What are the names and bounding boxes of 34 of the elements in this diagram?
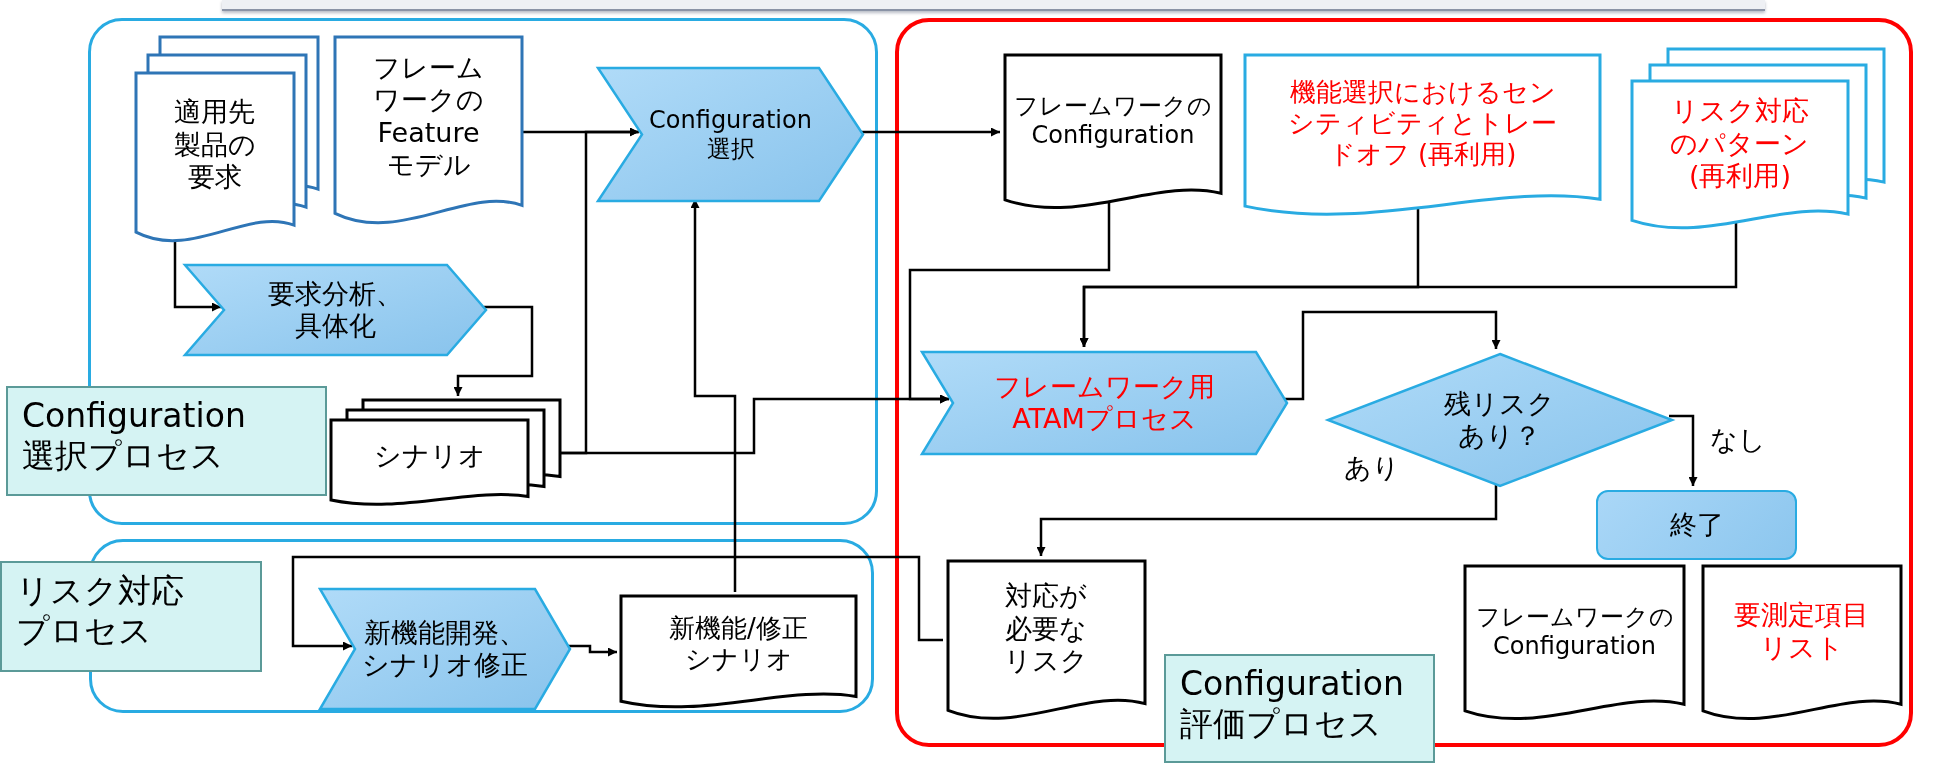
process-name-tag: Configuration 評価プロセス xyxy=(1164,654,1435,763)
connector-arrow xyxy=(1284,310,1501,401)
node-text: 機能選択におけるセンシティビティとトレードオフ (再利用) xyxy=(1287,76,1558,171)
process-step-shape xyxy=(319,588,571,710)
process-step-shape xyxy=(921,351,1288,455)
process-group-panel xyxy=(895,18,1913,747)
process-name-tag: Configuration 選択プロセス xyxy=(6,386,327,496)
node-text: フレームワークのConfiguration xyxy=(1474,603,1675,661)
connector-arrow xyxy=(1036,483,1498,556)
connector-arrow xyxy=(568,644,617,657)
document-stack xyxy=(330,399,561,509)
decision-diamond xyxy=(1327,353,1673,487)
process-name-tag: リスク対応プロセス xyxy=(0,561,262,672)
connector-arrow xyxy=(291,555,943,651)
node-text: Configuration選択 xyxy=(648,105,813,164)
node-text: シナリオ xyxy=(373,439,486,473)
connector-arrow xyxy=(860,127,1000,137)
node-text: フレームワークのConfiguration xyxy=(1013,92,1213,150)
node-text: 新機能/修正シナリオ xyxy=(668,613,809,676)
node-text: リスク対応のパターン (再利用) xyxy=(1669,95,1811,193)
node-text: 残リスクあり？ xyxy=(1443,387,1557,453)
node-text: 対応が必要なリスク xyxy=(1003,580,1090,678)
node-text: 新機能開発、シナリオ修正 xyxy=(361,616,529,682)
node-text: フレームワーク用ATAMプロセス xyxy=(993,370,1216,436)
node-text: 要測定項目リスト xyxy=(1733,599,1871,665)
connector-arrow xyxy=(690,199,737,592)
node-text: フレームワークのFeatureモデル xyxy=(372,52,485,182)
process-step-shape xyxy=(597,67,864,202)
connector-arrow xyxy=(453,305,534,396)
process-step-shape xyxy=(184,264,487,356)
node-text: 要求分析、具体化 xyxy=(267,277,404,343)
node-text: 適用先製品の要求 xyxy=(173,96,257,194)
end-terminal: 終了 xyxy=(1596,490,1797,560)
connector-arrow xyxy=(1669,414,1698,486)
